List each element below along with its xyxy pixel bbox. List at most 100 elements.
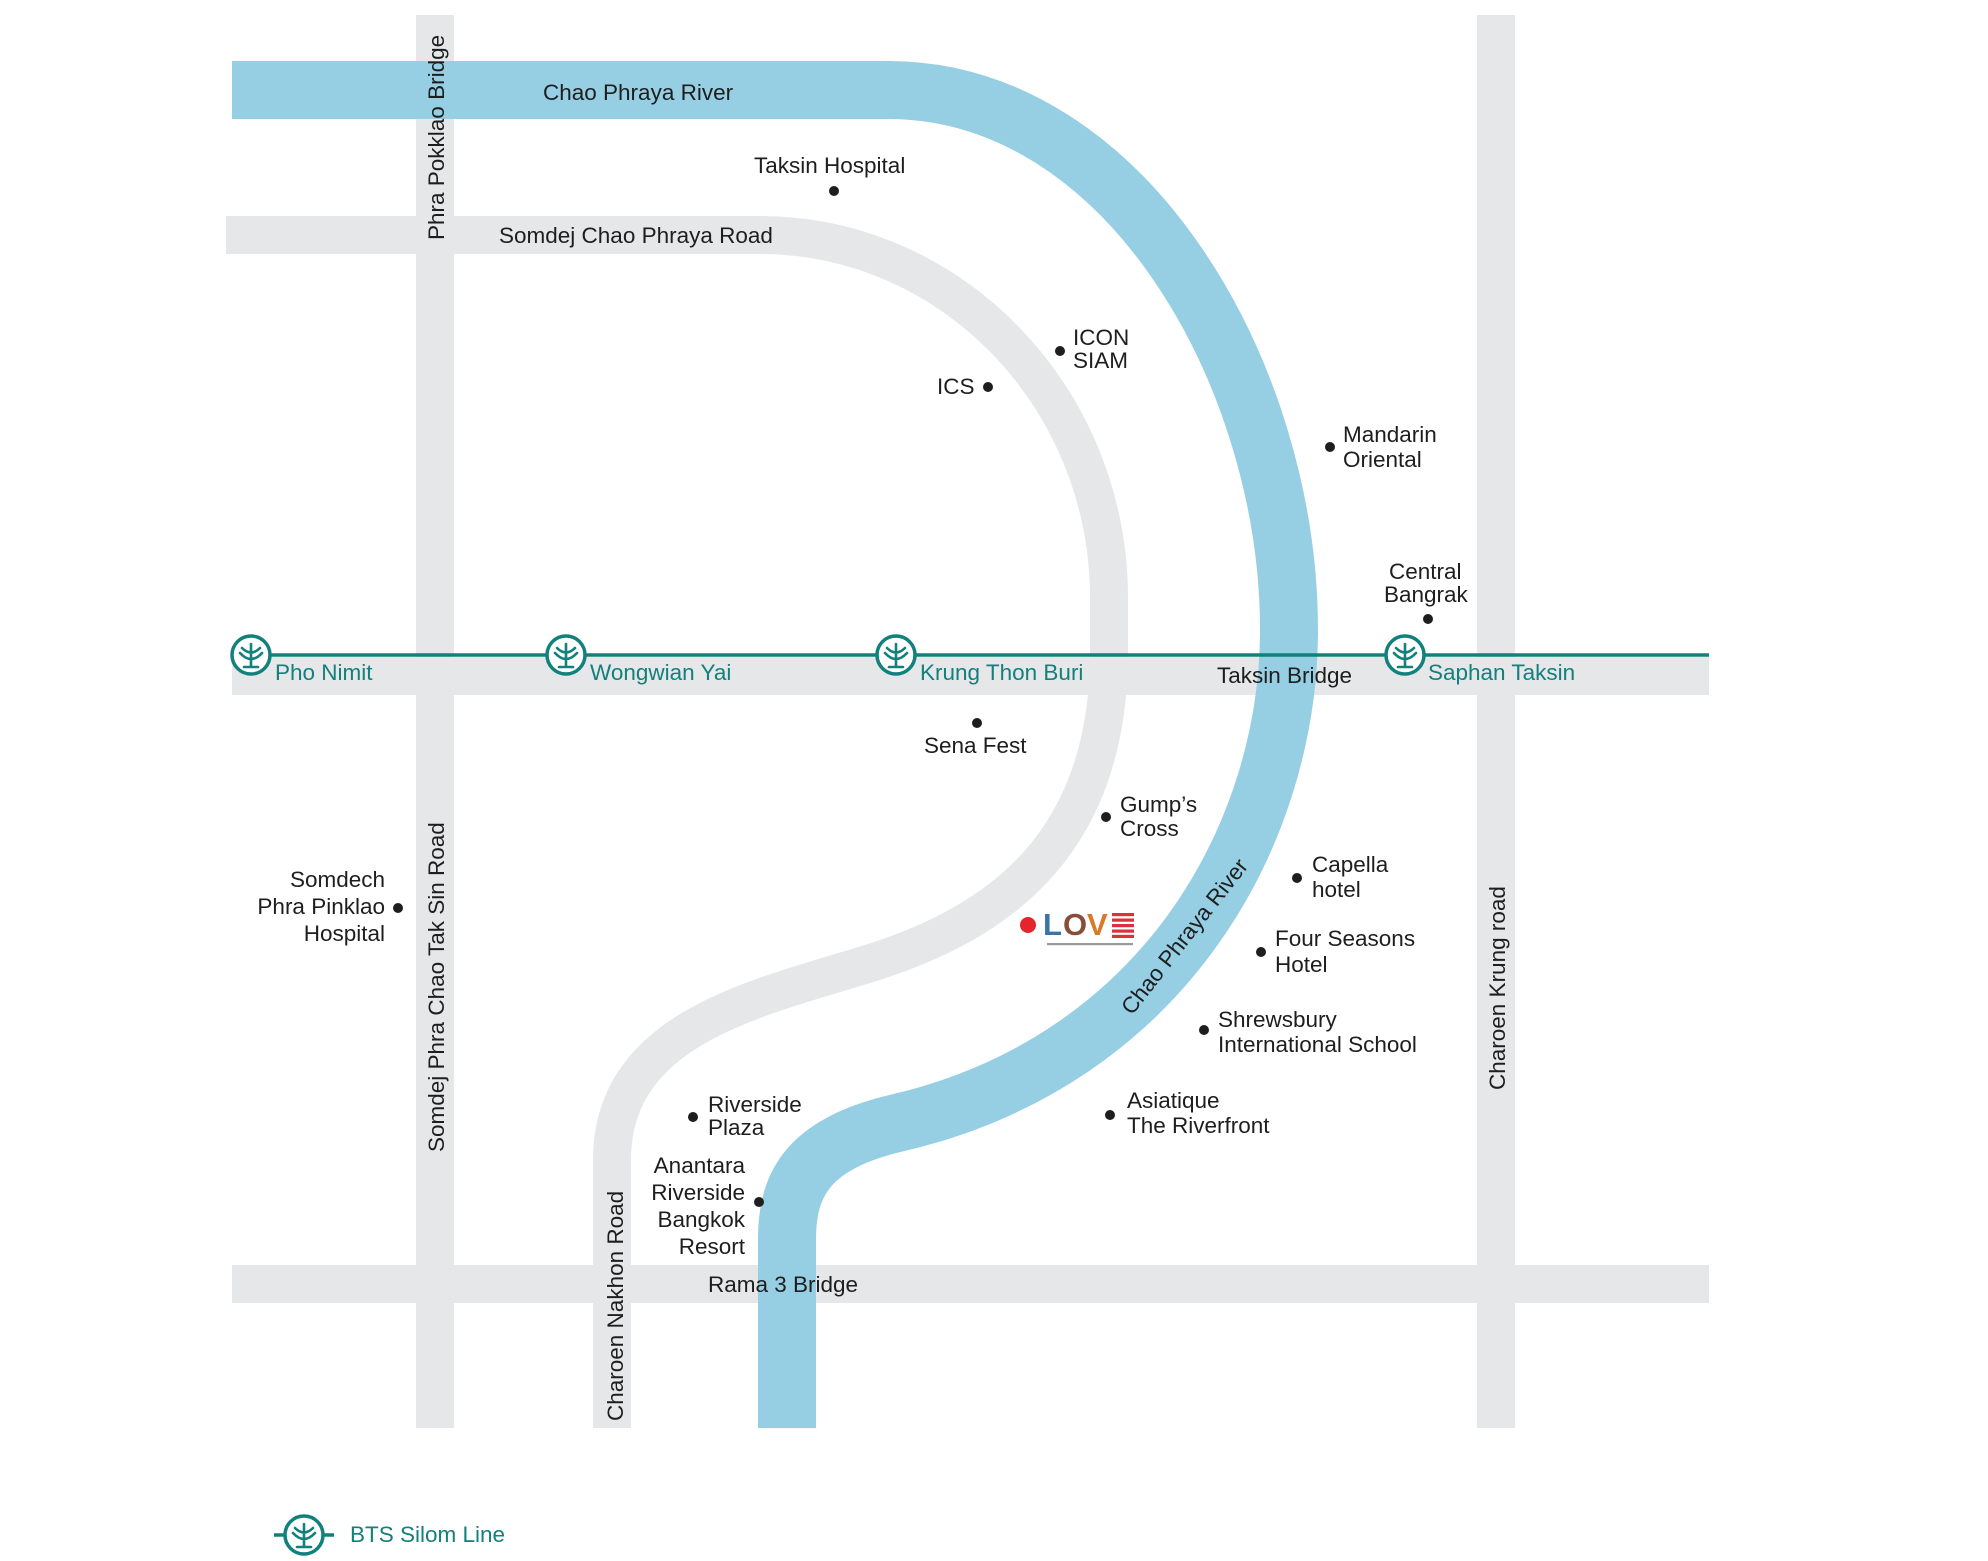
poi-label: hotel bbox=[1312, 877, 1361, 902]
poi-label: Sena Fest bbox=[924, 733, 1027, 758]
poi-label: Mandarin bbox=[1343, 422, 1437, 447]
poi-four-seasons-hotel[interactable]: Four Seasons Hotel bbox=[1256, 926, 1415, 977]
road-label-somdej-phra-chao-tak-sin: Somdej Phra Chao Tak Sin Road bbox=[424, 822, 449, 1152]
road-label-rama3-bridge: Rama 3 Bridge bbox=[708, 1272, 858, 1297]
poi-label: Riverside bbox=[651, 1180, 745, 1205]
poi-label: Asiatique bbox=[1127, 1088, 1220, 1113]
road-bts-corridor bbox=[232, 657, 1709, 695]
poi-mandarin-oriental[interactable]: Mandarin Oriental bbox=[1325, 422, 1437, 472]
poi-label: Capella bbox=[1312, 852, 1389, 877]
poi-label: International School bbox=[1218, 1032, 1417, 1057]
bts-stations: Pho Nimit Wongwian Yai Krung Thon Buri S… bbox=[230, 634, 1575, 685]
bts-station-krung-thon-buri[interactable]: Krung Thon Buri bbox=[875, 634, 1083, 685]
river-label-lower: Chao Phraya River bbox=[1116, 853, 1253, 1019]
poi-label: ICS bbox=[937, 374, 975, 399]
project-logo-letter-e bbox=[1112, 913, 1134, 938]
road-label-phra-pokklao-bridge: Phra Pokklao Bridge bbox=[424, 35, 449, 240]
poi-dot-icon bbox=[1256, 947, 1266, 957]
poi-gumps-cross[interactable]: Gump’s Cross bbox=[1101, 792, 1197, 841]
poi-label: Taksin Hospital bbox=[754, 153, 905, 178]
poi-label: Hotel bbox=[1275, 952, 1328, 977]
road-label-charoen-nakhon: Charoen Nakhon Road bbox=[603, 1191, 628, 1421]
poi-label: Plaza bbox=[708, 1115, 765, 1140]
bts-station-pho-nimit[interactable]: Pho Nimit bbox=[230, 634, 373, 685]
road-rama3-bridge bbox=[232, 1265, 1709, 1303]
station-label: Krung Thon Buri bbox=[920, 660, 1083, 685]
poi-label: Central bbox=[1389, 559, 1462, 584]
poi-label: Phra Pinklao bbox=[257, 894, 385, 919]
road-label-charoen-krung: Charoen Krung road bbox=[1485, 886, 1510, 1090]
poi-ics[interactable]: ICS bbox=[937, 374, 993, 399]
poi-dot-icon bbox=[1101, 812, 1111, 822]
bts-logo-icon bbox=[875, 634, 917, 676]
poi-capella-hotel[interactable]: Capella hotel bbox=[1292, 852, 1389, 902]
project-location[interactable]: L O V bbox=[1020, 907, 1134, 946]
poi-label: Bangrak bbox=[1384, 582, 1469, 607]
poi-dot-icon bbox=[688, 1112, 698, 1122]
poi-dot-icon bbox=[1325, 442, 1335, 452]
river-west-segment bbox=[232, 61, 892, 119]
poi-label: Anantara bbox=[654, 1153, 746, 1178]
poi-asiatique[interactable]: Asiatique The Riverfront bbox=[1105, 1088, 1270, 1138]
poi-dot-icon bbox=[1199, 1025, 1209, 1035]
poi-label: Shrewsbury bbox=[1218, 1007, 1338, 1032]
poi-label: ICON bbox=[1073, 325, 1129, 350]
poi-taksin-hospital[interactable]: Taksin Hospital bbox=[754, 153, 905, 196]
poi-label: Riverside bbox=[708, 1092, 802, 1117]
legend-label: BTS Silom Line bbox=[350, 1522, 505, 1547]
poi-riverside-plaza[interactable]: Riverside Plaza bbox=[688, 1092, 802, 1140]
road-somdej-chao-phraya bbox=[226, 216, 1128, 1428]
station-label: Pho Nimit bbox=[275, 660, 373, 685]
river-label-upper: Chao Phraya River bbox=[543, 80, 734, 105]
project-logo: L O V bbox=[1043, 907, 1134, 946]
bts-logo-icon bbox=[283, 1514, 325, 1556]
poi-central-bangrak[interactable]: Central Bangrak bbox=[1384, 559, 1469, 624]
poi-dot-icon bbox=[393, 903, 403, 913]
poi-icon-siam[interactable]: ICON SIAM bbox=[1055, 325, 1129, 373]
poi-dot-icon bbox=[1292, 873, 1302, 883]
poi-label: Cross bbox=[1120, 816, 1179, 841]
project-location-dot-icon bbox=[1020, 917, 1036, 933]
road-label-somdej-chao-phraya: Somdej Chao Phraya Road bbox=[499, 223, 773, 248]
poi-dot-icon bbox=[1055, 346, 1065, 356]
project-logo-letter-l: L bbox=[1043, 907, 1062, 942]
poi-sena-fest[interactable]: Sena Fest bbox=[924, 718, 1027, 758]
poi-label: The Riverfront bbox=[1127, 1113, 1270, 1138]
road-label-taksin-bridge: Taksin Bridge bbox=[1217, 663, 1352, 688]
poi-anantara-riverside-bangkok-resort[interactable]: Anantara Riverside Bangkok Resort bbox=[651, 1153, 764, 1259]
poi-dot-icon bbox=[1105, 1110, 1115, 1120]
poi-dot-icon bbox=[972, 718, 982, 728]
project-logo-subline bbox=[1047, 943, 1133, 946]
poi-label: Hospital bbox=[304, 921, 385, 946]
station-label: Saphan Taksin bbox=[1428, 660, 1575, 685]
river-curve bbox=[758, 61, 1319, 1428]
bts-station-wongwian-yai[interactable]: Wongwian Yai bbox=[545, 634, 731, 685]
poi-label: SIAM bbox=[1073, 348, 1128, 373]
roads bbox=[226, 15, 1709, 1428]
poi-dot-icon bbox=[754, 1197, 764, 1207]
poi-label: Four Seasons bbox=[1275, 926, 1415, 951]
bts-station-saphan-taksin[interactable]: Saphan Taksin bbox=[1384, 634, 1575, 685]
bts-logo-icon bbox=[545, 634, 587, 676]
poi-label: Somdech bbox=[290, 867, 385, 892]
bts-logo-icon bbox=[1384, 634, 1426, 676]
legend: BTS Silom Line bbox=[274, 1514, 505, 1556]
poi-label: Oriental bbox=[1343, 447, 1422, 472]
poi-dot-icon bbox=[1423, 614, 1433, 624]
poi-somdech-phra-pinklao-hospital[interactable]: Somdech Phra Pinklao Hospital bbox=[257, 867, 403, 946]
project-logo-letter-v: V bbox=[1087, 907, 1108, 942]
poi-label: Resort bbox=[679, 1234, 746, 1259]
points-of-interest: Taksin Hospital ICON SIAM ICS Mandarin O… bbox=[257, 153, 1468, 1259]
poi-dot-icon bbox=[829, 186, 839, 196]
bts-logo-icon bbox=[230, 634, 272, 676]
chao-phraya-river bbox=[232, 61, 1319, 1428]
project-logo-letter-o: O bbox=[1063, 907, 1087, 942]
poi-dot-icon bbox=[983, 382, 993, 392]
poi-label: Gump’s bbox=[1120, 792, 1197, 817]
road-charoen-krung bbox=[1477, 15, 1515, 1428]
road-labels: Chao Phraya River Chao Phraya River Phra… bbox=[424, 35, 1510, 1421]
station-label: Wongwian Yai bbox=[590, 660, 731, 685]
poi-label: Bangkok bbox=[657, 1207, 745, 1232]
poi-shrewsbury-international-school[interactable]: Shrewsbury International School bbox=[1199, 1007, 1417, 1057]
